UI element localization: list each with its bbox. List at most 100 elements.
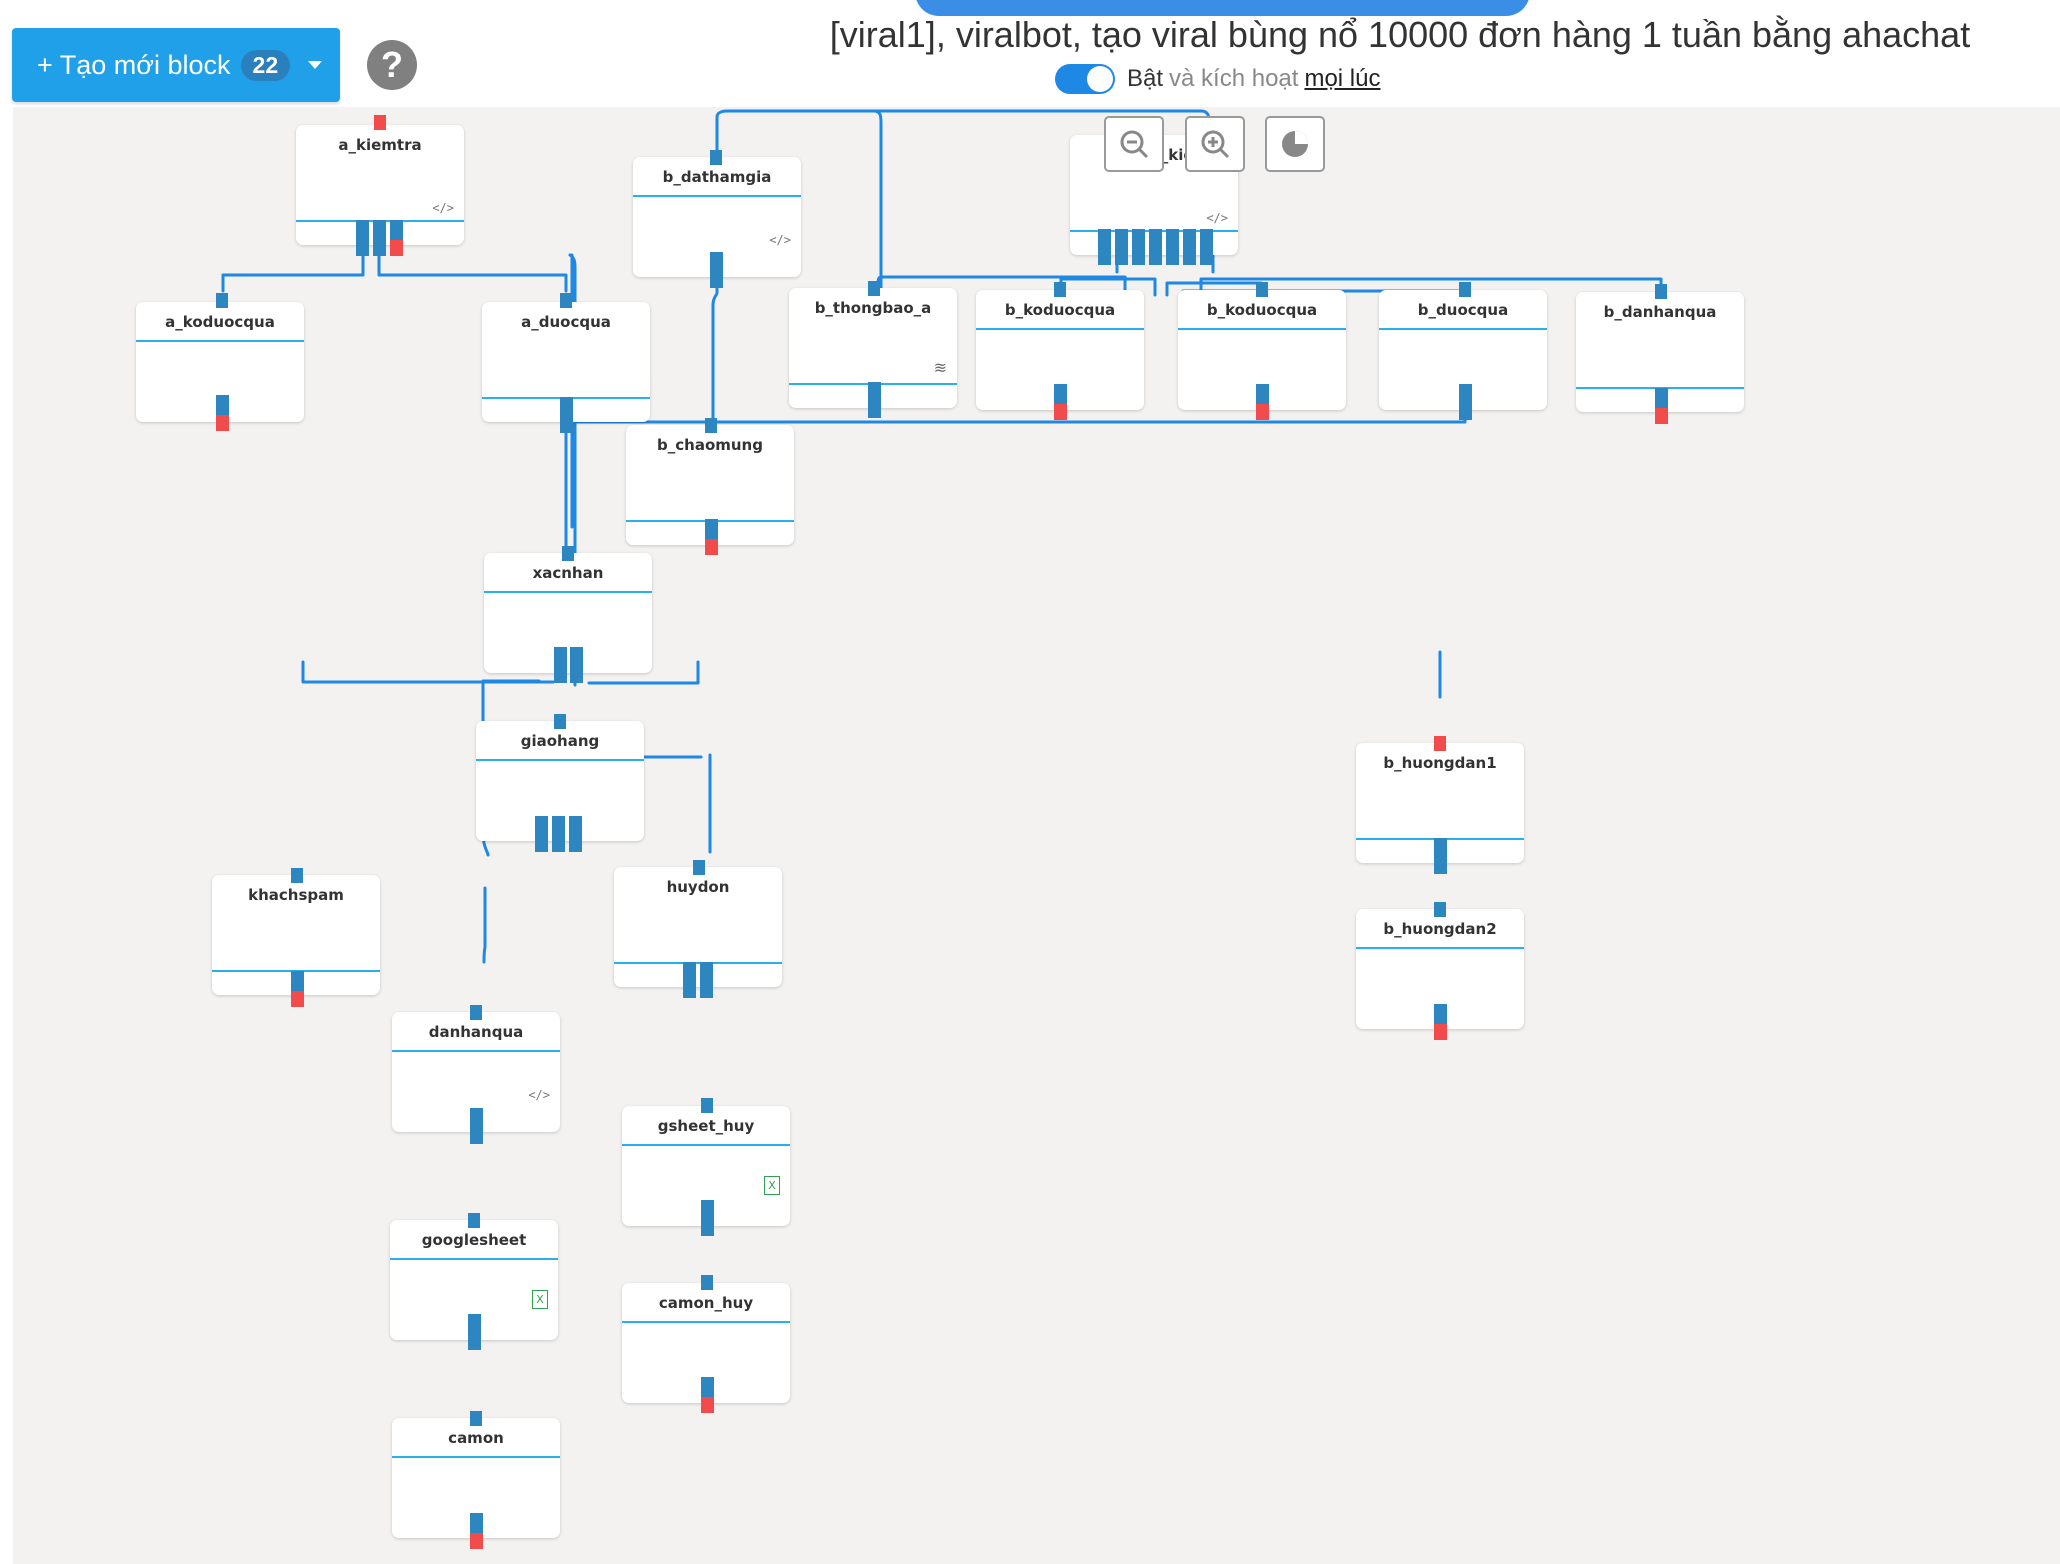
divider bbox=[390, 1258, 558, 1260]
page-title: [viral1], viralbot, tạo viral bùng nổ 10… bbox=[829, 14, 1971, 55]
divider bbox=[392, 1456, 560, 1458]
output-port[interactable] bbox=[470, 1513, 483, 1549]
output-port[interactable] bbox=[1166, 229, 1179, 265]
output-port[interactable] bbox=[468, 1314, 481, 1350]
divider bbox=[1178, 328, 1346, 330]
output-port[interactable] bbox=[569, 816, 582, 852]
block-title: b_dathamgia bbox=[662, 168, 772, 186]
input-port[interactable] bbox=[705, 418, 717, 433]
block-title: b_huongdan2 bbox=[1383, 920, 1497, 938]
block-title: xacnhan bbox=[532, 564, 604, 582]
output-port[interactable] bbox=[560, 397, 573, 433]
input-port[interactable] bbox=[374, 115, 386, 130]
output-port[interactable] bbox=[700, 962, 713, 998]
zoom-out-button[interactable] bbox=[1104, 116, 1164, 172]
block-title: a_kiemtra bbox=[338, 136, 422, 154]
active-toggle[interactable] bbox=[1055, 64, 1115, 94]
chevron-down-icon[interactable] bbox=[308, 61, 323, 69]
input-port[interactable] bbox=[868, 281, 880, 296]
output-port[interactable] bbox=[390, 220, 403, 256]
block-title: khachspam bbox=[248, 886, 344, 904]
help-icon[interactable]: ? bbox=[367, 40, 417, 90]
spreadsheet-icon: X bbox=[764, 1176, 780, 1195]
input-port[interactable] bbox=[710, 150, 722, 165]
pie-chart-icon bbox=[1282, 131, 1308, 157]
output-port[interactable] bbox=[868, 382, 881, 418]
output-port[interactable] bbox=[552, 816, 565, 852]
block-b-huongdan2[interactable]: b_huongdan2 bbox=[1356, 909, 1524, 1029]
output-port[interactable] bbox=[356, 220, 369, 256]
block-huydon[interactable]: huydon bbox=[614, 867, 782, 987]
code-icon: </> bbox=[432, 201, 454, 215]
output-port[interactable] bbox=[570, 647, 583, 683]
block-title: a_duocqua bbox=[521, 313, 611, 331]
input-port[interactable] bbox=[554, 714, 566, 729]
input-port[interactable] bbox=[562, 546, 574, 561]
code-icon: </> bbox=[1206, 211, 1228, 225]
input-port[interactable] bbox=[1054, 282, 1066, 297]
block-title: giaohang bbox=[520, 732, 600, 750]
block-xacnhan[interactable]: xacnhan bbox=[484, 553, 652, 673]
stats-button[interactable] bbox=[1265, 116, 1325, 172]
divider bbox=[622, 1321, 790, 1323]
divider bbox=[622, 1144, 790, 1146]
output-port[interactable] bbox=[1256, 384, 1269, 420]
status-on-label: Bật bbox=[1127, 65, 1164, 92]
code-icon: </> bbox=[528, 1088, 550, 1102]
zoom-in-button[interactable] bbox=[1185, 116, 1245, 172]
output-port[interactable] bbox=[291, 971, 304, 1007]
input-port[interactable] bbox=[701, 1098, 713, 1113]
input-port[interactable] bbox=[291, 868, 303, 883]
output-port[interactable] bbox=[701, 1200, 714, 1236]
input-port[interactable] bbox=[470, 1411, 482, 1426]
block-title: b_koduocqua bbox=[1206, 301, 1318, 319]
output-port[interactable] bbox=[216, 395, 229, 431]
output-port[interactable] bbox=[1054, 384, 1067, 420]
output-port[interactable] bbox=[373, 220, 386, 256]
output-port[interactable] bbox=[1655, 388, 1668, 424]
input-port[interactable] bbox=[1256, 282, 1268, 297]
block-count-badge: 22 bbox=[240, 49, 291, 81]
input-port[interactable] bbox=[701, 1275, 713, 1290]
block-title: b_huongdan1 bbox=[1383, 754, 1497, 772]
output-port[interactable] bbox=[1115, 229, 1128, 265]
output-port[interactable] bbox=[1098, 229, 1111, 265]
code-icon: </> bbox=[769, 233, 791, 247]
output-port[interactable] bbox=[710, 252, 723, 288]
flow-canvas[interactable]: a_kiemtra </> b_dathamgia </> b_kiemtra … bbox=[13, 107, 2060, 1564]
create-block-button[interactable]: + Tạo mới block 22 bbox=[12, 28, 340, 102]
output-port[interactable] bbox=[554, 647, 567, 683]
output-port[interactable] bbox=[1459, 384, 1472, 420]
input-port[interactable] bbox=[560, 293, 572, 308]
output-port[interactable] bbox=[1132, 229, 1145, 265]
divider bbox=[484, 591, 652, 593]
input-port[interactable] bbox=[468, 1213, 480, 1228]
output-port[interactable] bbox=[535, 816, 548, 852]
output-port[interactable] bbox=[1200, 229, 1213, 265]
input-port[interactable] bbox=[1434, 902, 1446, 917]
input-port[interactable] bbox=[693, 860, 705, 875]
output-port[interactable] bbox=[470, 1108, 483, 1144]
output-port[interactable] bbox=[1183, 229, 1196, 265]
output-port[interactable] bbox=[1149, 229, 1162, 265]
divider bbox=[476, 759, 644, 761]
output-port[interactable] bbox=[705, 519, 718, 555]
schedule-link[interactable]: mọi lúc bbox=[1304, 65, 1381, 92]
output-port[interactable] bbox=[1434, 838, 1447, 874]
input-port[interactable] bbox=[1434, 736, 1446, 751]
input-port[interactable] bbox=[216, 293, 228, 308]
output-port[interactable] bbox=[701, 1377, 714, 1413]
status-row: Bật và kích hoạt mọi lúc bbox=[1055, 64, 1380, 94]
input-port[interactable] bbox=[470, 1005, 482, 1020]
input-port[interactable] bbox=[1655, 284, 1667, 299]
block-title: gsheet_huy bbox=[657, 1117, 755, 1135]
input-port[interactable] bbox=[1459, 282, 1471, 297]
divider bbox=[633, 195, 801, 197]
block-title: b_thongbao_a bbox=[814, 299, 932, 317]
output-port[interactable] bbox=[1434, 1004, 1447, 1040]
block-title: b_chaomung bbox=[657, 436, 763, 454]
block-title: googlesheet bbox=[421, 1231, 527, 1249]
divider bbox=[136, 340, 304, 342]
block-title: camon_huy bbox=[658, 1294, 754, 1312]
output-port[interactable] bbox=[683, 962, 696, 998]
